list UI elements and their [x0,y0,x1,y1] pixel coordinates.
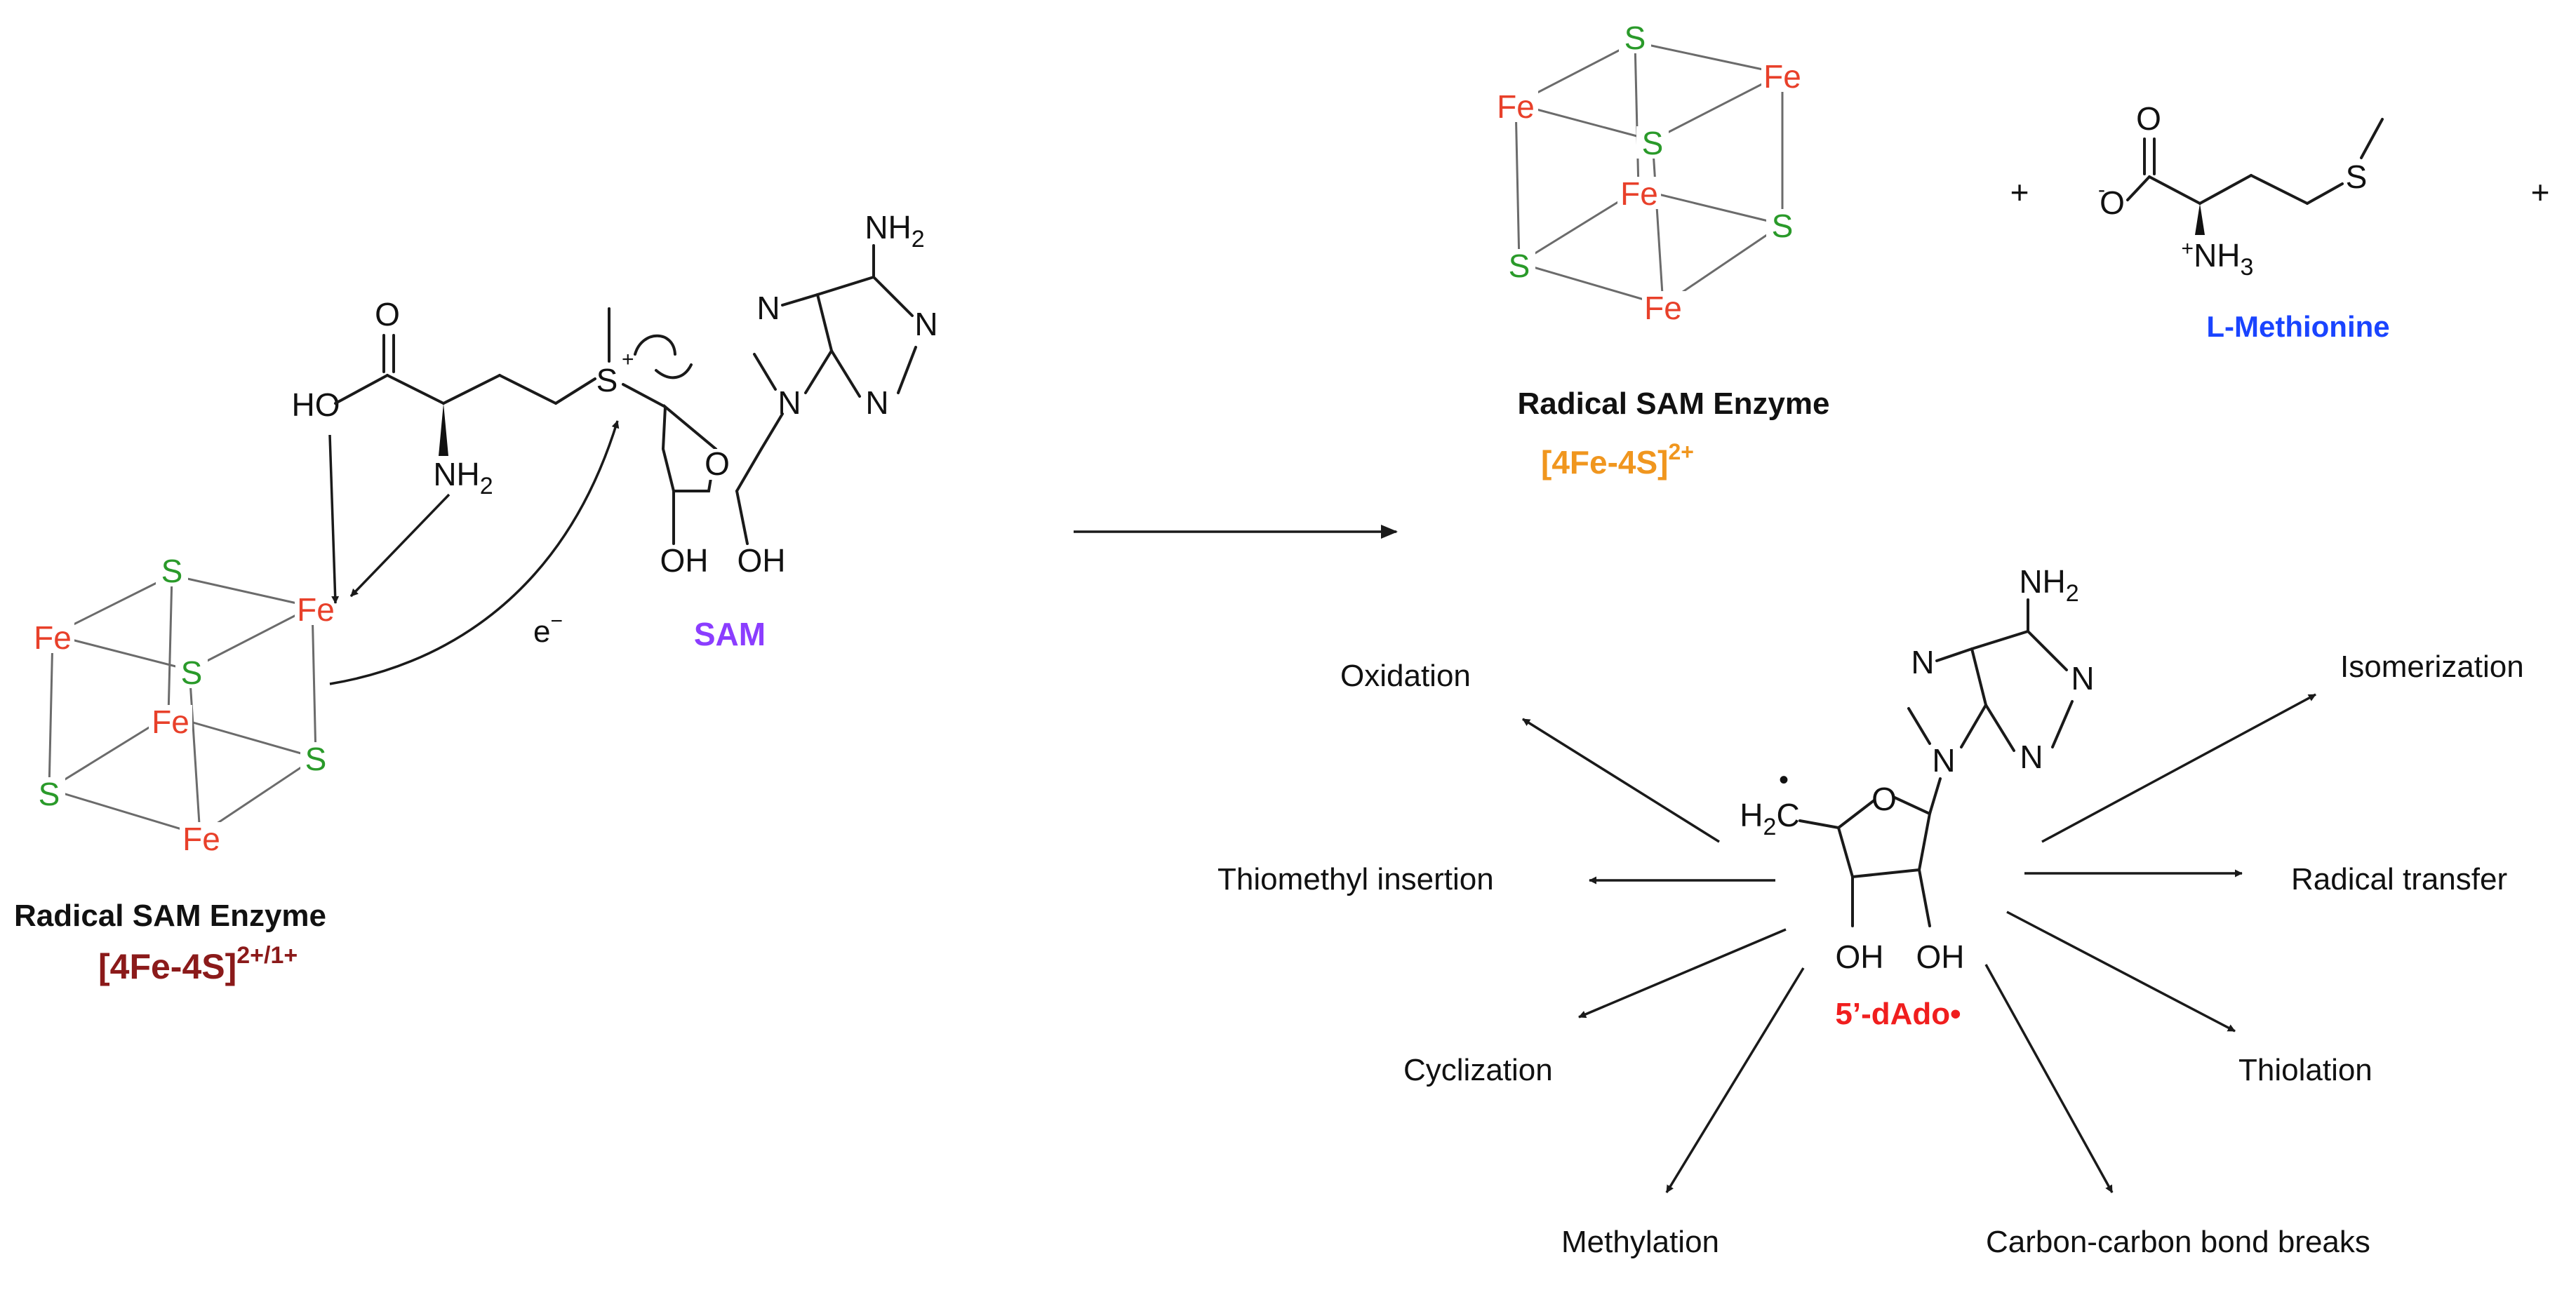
atom-s-sulfonium: S [596,362,618,398]
atom-s: S [39,776,60,812]
right-enzyme-title: Radical SAM Enzyme [1517,387,1829,421]
atom-fe: Fe [1644,290,1682,326]
atom-fe: Fe [152,704,189,740]
atom-nh3: +NH3 [2182,237,2254,281]
nh2-to-fe-arrow [349,493,451,598]
atom-s: S [161,553,183,589]
atom-n: N [1911,644,1934,680]
atom-n: N [2020,739,2043,775]
atom-s: S [1642,125,1664,161]
plus-sign: + [2010,174,2029,210]
plus-sign: + [2531,174,2550,210]
methionine-molecule: O O - +NH3 S [2098,100,2384,281]
ho-to-fe-arrow [328,434,340,604]
arrow-thiolation [2006,911,2236,1033]
atom-fe: Fe [1763,58,1801,95]
reaction-cyclization: Cyclization [1403,1053,1553,1087]
reaction-carbon-carbon-bond-breaks: Carbon-carbon bond breaks [1986,1225,2370,1259]
atom-n: N [2071,660,2094,697]
atom-o-ring: O [1871,781,1897,817]
atom-n: N [1932,742,1955,779]
atom-fe: Fe [182,821,220,857]
left-enzyme-title: Radical SAM Enzyme [14,899,326,933]
atom-o: O [375,296,400,332]
radical-dot: • [1779,765,1789,795]
methionine-label: L-Methionine [2206,310,2389,343]
atom-oh: OH [1916,939,1965,975]
atom-fe: Fe [34,619,72,656]
atom-h2c: H2C [1740,797,1799,840]
arrow-cc-breaks [1984,964,2114,1193]
left-cluster-label: [4Fe-4S]2+/1+ [98,942,298,986]
atom-n: N [778,384,801,421]
atom-s: S [181,654,203,691]
electron-label: e− [533,610,563,649]
arrow-oxidation [1522,718,1720,843]
atom-oh: OH [738,542,786,579]
left-cluster: S Fe Fe S Fe S S Fe [31,553,338,857]
charge-plus: + [622,348,634,371]
reaction-radical-transfer: Radical transfer [2291,862,2507,896]
atom-s: S [1624,20,1646,56]
atom-s: S [1772,208,1794,244]
atom-n: N [914,306,937,342]
atom-n: N [756,290,780,326]
arrow-cyclization [1578,928,1787,1019]
atom-s: S [1509,248,1530,284]
right-cluster-label: [4Fe-4S]2+ [1541,439,1694,481]
sam-label: SAM [694,616,766,652]
sam-molecule: O HO NH2 S + O OH OH N N N [292,209,938,579]
atom-nh2: NH2 [433,456,493,499]
atom-fe: Fe [1620,175,1658,212]
dado-label: 5’-dAdo• [1835,997,1961,1031]
charge-minus: - [2098,178,2105,201]
reaction-arrows [1522,693,2316,1193]
atom-oh: OH [660,542,709,579]
atom-oh: OH [1836,939,1884,975]
dado-radical-molecule: H2C • O OH OH N N N N NH2 [1740,563,2094,975]
reaction-methylation: Methylation [1561,1225,1719,1259]
reaction-thiomethyl-insertion: Thiomethyl insertion [1217,862,1494,896]
atom-ho: HO [292,387,340,423]
atom-fe: Fe [297,591,335,628]
atom-s: S [305,741,327,777]
reaction-thiolation: Thiolation [2238,1053,2373,1087]
atom-s: S [2346,159,2368,195]
reaction-isomerization: Isomerization [2340,650,2524,684]
reaction-oxidation: Oxidation [1340,659,1471,693]
atom-nh2: NH2 [865,209,924,253]
atom-n: N [865,384,888,421]
electron-transfer-arrow [329,420,620,685]
atom-nh2: NH2 [2019,563,2078,607]
atom-o-ring: O [705,445,730,482]
atom-o-minus: O [2100,184,2125,221]
arrow-methylation [1665,967,1805,1193]
right-cluster: S Fe Fe S Fe S S Fe [1495,20,1805,326]
atom-o: O [2136,100,2161,137]
atom-fe: Fe [1497,88,1535,125]
arrow-isomerization [2041,693,2316,843]
